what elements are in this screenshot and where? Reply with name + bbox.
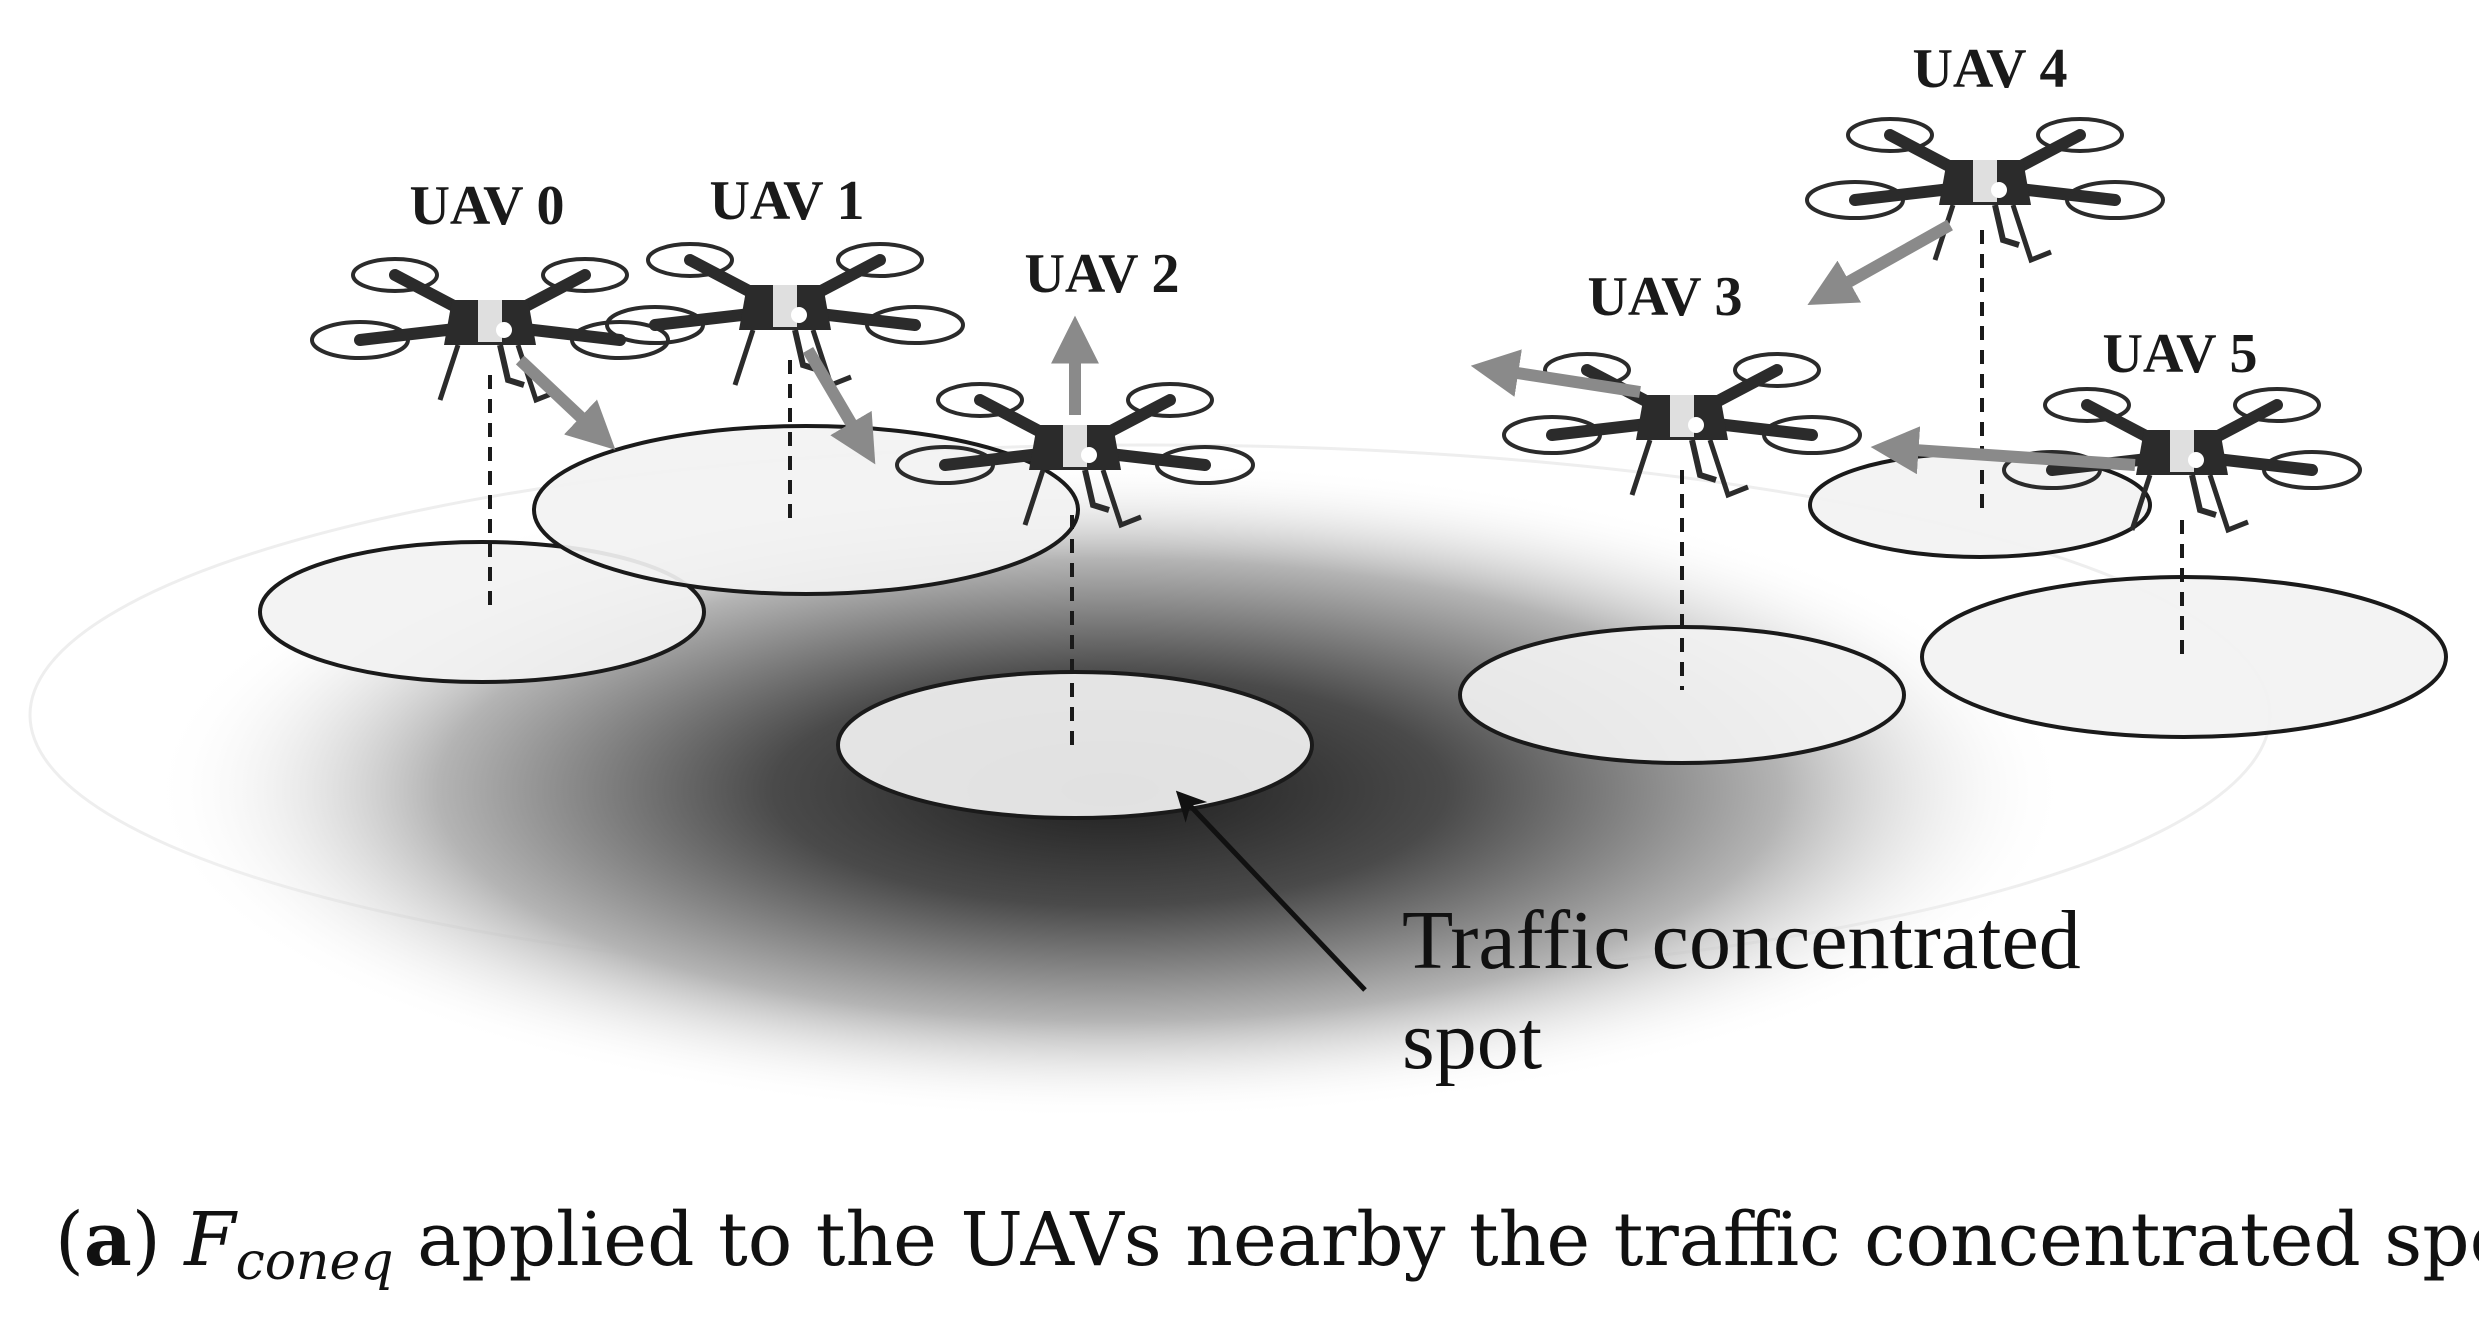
caption-paren-close: ) (132, 1197, 161, 1283)
uav-label-2: UAV 2 (1024, 243, 1179, 305)
uav-label-1: UAV 1 (709, 170, 864, 232)
force-arrows (515, 219, 2136, 475)
coverage-uav-0 (258, 540, 706, 684)
uav-label-5: UAV 5 (2102, 323, 2257, 385)
uav-label-0: UAV 0 (409, 175, 564, 237)
force-arrow-uav-0 (515, 355, 616, 450)
uav-label-3: UAV 3 (1587, 266, 1742, 328)
force-arrow-uav-4 (1807, 219, 1953, 306)
coverage-uav-2 (836, 670, 1314, 820)
annotation-line-1: Traffic concentrated (1402, 894, 2081, 987)
caption-panel-letter: a (84, 1197, 132, 1283)
annotation-arrow (1175, 790, 1367, 992)
drone-icon-uav-4 (1807, 119, 2163, 260)
coverage-areas (258, 424, 2448, 820)
force-arrow-uav-1 (802, 346, 876, 465)
annotation-line-2: spot (1402, 994, 1542, 1087)
caption-force-subscript: coneq (236, 1232, 394, 1292)
caption-body: applied to the UAVs nearby the traffic c… (394, 1197, 2479, 1283)
force-arrow-uav-5 (1870, 426, 2136, 475)
force-arrow-uav-3 (1470, 349, 1641, 398)
coverage-uav-1 (532, 424, 1080, 596)
uav-label-4: UAV 4 (1912, 38, 2067, 100)
caption-force-symbol: F (182, 1197, 238, 1283)
altitude-lines (488, 230, 2184, 750)
drone-icon-uav-1 (607, 244, 963, 385)
figure-caption: (a) Fconeq applied to the UAVs nearby th… (55, 1197, 2479, 1292)
caption-paren-open: ( (55, 1197, 84, 1283)
